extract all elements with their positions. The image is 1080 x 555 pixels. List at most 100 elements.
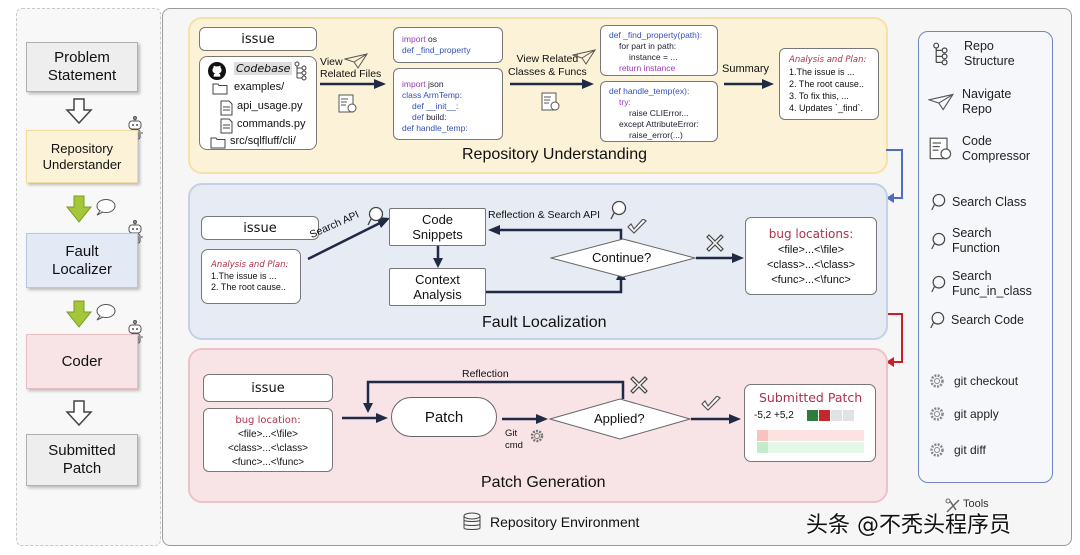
arrow-right bbox=[696, 253, 744, 263]
speech-bubble-icon bbox=[96, 304, 116, 321]
arrow-right bbox=[724, 79, 774, 89]
patch-node: Patch bbox=[391, 397, 497, 437]
git-cmd-label: Git cmd bbox=[505, 428, 523, 451]
stage-fault-localizer: Fault Localizer bbox=[26, 233, 138, 288]
search-icon bbox=[930, 311, 945, 329]
codebase-box: Codebase examples/ api_usage.py commands… bbox=[199, 56, 317, 150]
cross-icon bbox=[630, 376, 648, 394]
submitted-patch-box: Submitted Patch -5,2 +5,2 bbox=[744, 384, 876, 462]
repo-structure-icon bbox=[933, 42, 948, 66]
diff-block bbox=[843, 410, 854, 421]
continue-decision bbox=[550, 238, 696, 278]
check-icon bbox=[701, 396, 721, 411]
reflection-label: Reflection bbox=[462, 368, 509, 380]
diff-blocks bbox=[807, 410, 854, 421]
stage-submitted-patch: Submitted Patch bbox=[26, 434, 138, 486]
code-snippets-box: Code Snippets bbox=[389, 208, 486, 246]
diff-block bbox=[807, 410, 818, 421]
search-icon bbox=[931, 193, 946, 211]
tools-label: Tools bbox=[963, 498, 989, 510]
database-icon bbox=[463, 512, 481, 530]
reflection-search-label: Reflection & Search API bbox=[488, 209, 601, 221]
green-down-arrow-icon bbox=[65, 195, 93, 223]
tools-icon bbox=[945, 498, 960, 513]
speech-bubble-icon bbox=[96, 199, 116, 216]
issue-box: issue bbox=[203, 374, 333, 402]
green-down-arrow-icon bbox=[65, 300, 93, 328]
tool-search-code: Search Code bbox=[929, 310, 1024, 330]
panel-title: Patch Generation bbox=[481, 474, 606, 491]
diff-block bbox=[831, 410, 842, 421]
tool-search-func-in-class: Search Func_in_class bbox=[930, 269, 1032, 299]
view-related-files-label: View Related Files bbox=[320, 56, 382, 80]
tool-git-checkout: git checkout bbox=[928, 372, 1018, 390]
tool-search-class: Search Class bbox=[930, 192, 1026, 212]
gear-icon bbox=[930, 443, 944, 457]
watermark: 头条 @不秃头程序员 bbox=[806, 513, 1011, 538]
diff-stat: -5,2 +5,2 bbox=[754, 410, 794, 421]
down-arrow-icon bbox=[65, 98, 93, 125]
panel-title: Fault Localization bbox=[482, 314, 607, 331]
arrow-right bbox=[320, 79, 386, 89]
tool-repo-structure: Repo Structure bbox=[932, 39, 1015, 69]
diff-added-line bbox=[757, 442, 864, 453]
stage-coder: Coder bbox=[26, 334, 138, 389]
applied-decision bbox=[549, 398, 691, 440]
cross-icon bbox=[706, 234, 724, 252]
folder-icon bbox=[210, 137, 226, 149]
diff-removed-line bbox=[757, 430, 864, 441]
file-item: examples/ bbox=[234, 81, 285, 93]
applied-label: Applied? bbox=[594, 411, 645, 426]
check-icon bbox=[627, 219, 647, 234]
folder-icon bbox=[212, 83, 228, 95]
code-compressor-icon bbox=[338, 94, 357, 113]
gear-icon bbox=[930, 407, 944, 421]
context-analysis-box: Context Analysis bbox=[389, 268, 486, 306]
red-connector-arrow bbox=[886, 313, 903, 367]
gear-icon bbox=[930, 374, 944, 388]
view-related-classes-label: View Related Classes & Funcs bbox=[508, 53, 587, 78]
issue-box: issue bbox=[201, 216, 319, 240]
code-compressor-icon bbox=[541, 92, 560, 111]
reflection-loop-arrow bbox=[363, 380, 625, 413]
arrow-right bbox=[510, 79, 594, 89]
paper-plane-icon bbox=[572, 49, 596, 65]
tool-navigate-repo: Navigate Repo bbox=[928, 87, 1011, 117]
codebase-title: Codebase bbox=[234, 62, 293, 75]
tool-git-diff: git diff bbox=[928, 441, 986, 459]
summary-label: Summary bbox=[722, 63, 770, 75]
stage-problem-statement: Problem Statement bbox=[26, 42, 138, 92]
tool-search-function: Search Function bbox=[930, 226, 1000, 256]
arrow-right bbox=[691, 414, 741, 424]
paper-plane-icon bbox=[928, 93, 954, 111]
environment-label: Repository Environment bbox=[490, 514, 640, 530]
gear-icon bbox=[530, 429, 544, 443]
search-icon bbox=[931, 275, 946, 293]
bug-location-box: bug location: <file>...<\file> <class>..… bbox=[203, 408, 333, 472]
file-item: src/sqlfluff/cli/ bbox=[230, 135, 296, 147]
paper-plane-icon bbox=[344, 53, 368, 69]
search-icon bbox=[367, 206, 384, 226]
code-box-imports: import os def _find_property bbox=[393, 27, 503, 63]
down-arrow-icon bbox=[65, 400, 93, 427]
continue-label: Continue? bbox=[592, 250, 652, 265]
tool-code-compressor: Code Compressor bbox=[929, 134, 1030, 164]
search-icon bbox=[931, 232, 946, 250]
blue-connector-arrow bbox=[886, 149, 903, 203]
arrow-right bbox=[342, 413, 388, 423]
analysis-plan-box: Analysis and Plan: 1.The issue is ... 2.… bbox=[779, 48, 879, 120]
file-icon bbox=[220, 100, 233, 116]
func-box-find-property: def _find_property(path): for part in pa… bbox=[600, 25, 718, 76]
code-box-classes: import json class ArmTemp: def __init__:… bbox=[393, 68, 503, 140]
repo-structure-icon bbox=[294, 61, 307, 81]
arrow-right bbox=[502, 414, 548, 424]
search-icon bbox=[610, 200, 627, 220]
stage-repository-understander: Repository Understander bbox=[26, 130, 138, 183]
diff-block bbox=[819, 410, 830, 421]
github-icon bbox=[208, 62, 226, 80]
file-icon bbox=[220, 118, 233, 134]
panel-title: Repository Understanding bbox=[462, 146, 647, 163]
code-compressor-icon bbox=[929, 137, 952, 160]
file-item: api_usage.py bbox=[237, 100, 303, 112]
file-item: commands.py bbox=[237, 118, 306, 130]
